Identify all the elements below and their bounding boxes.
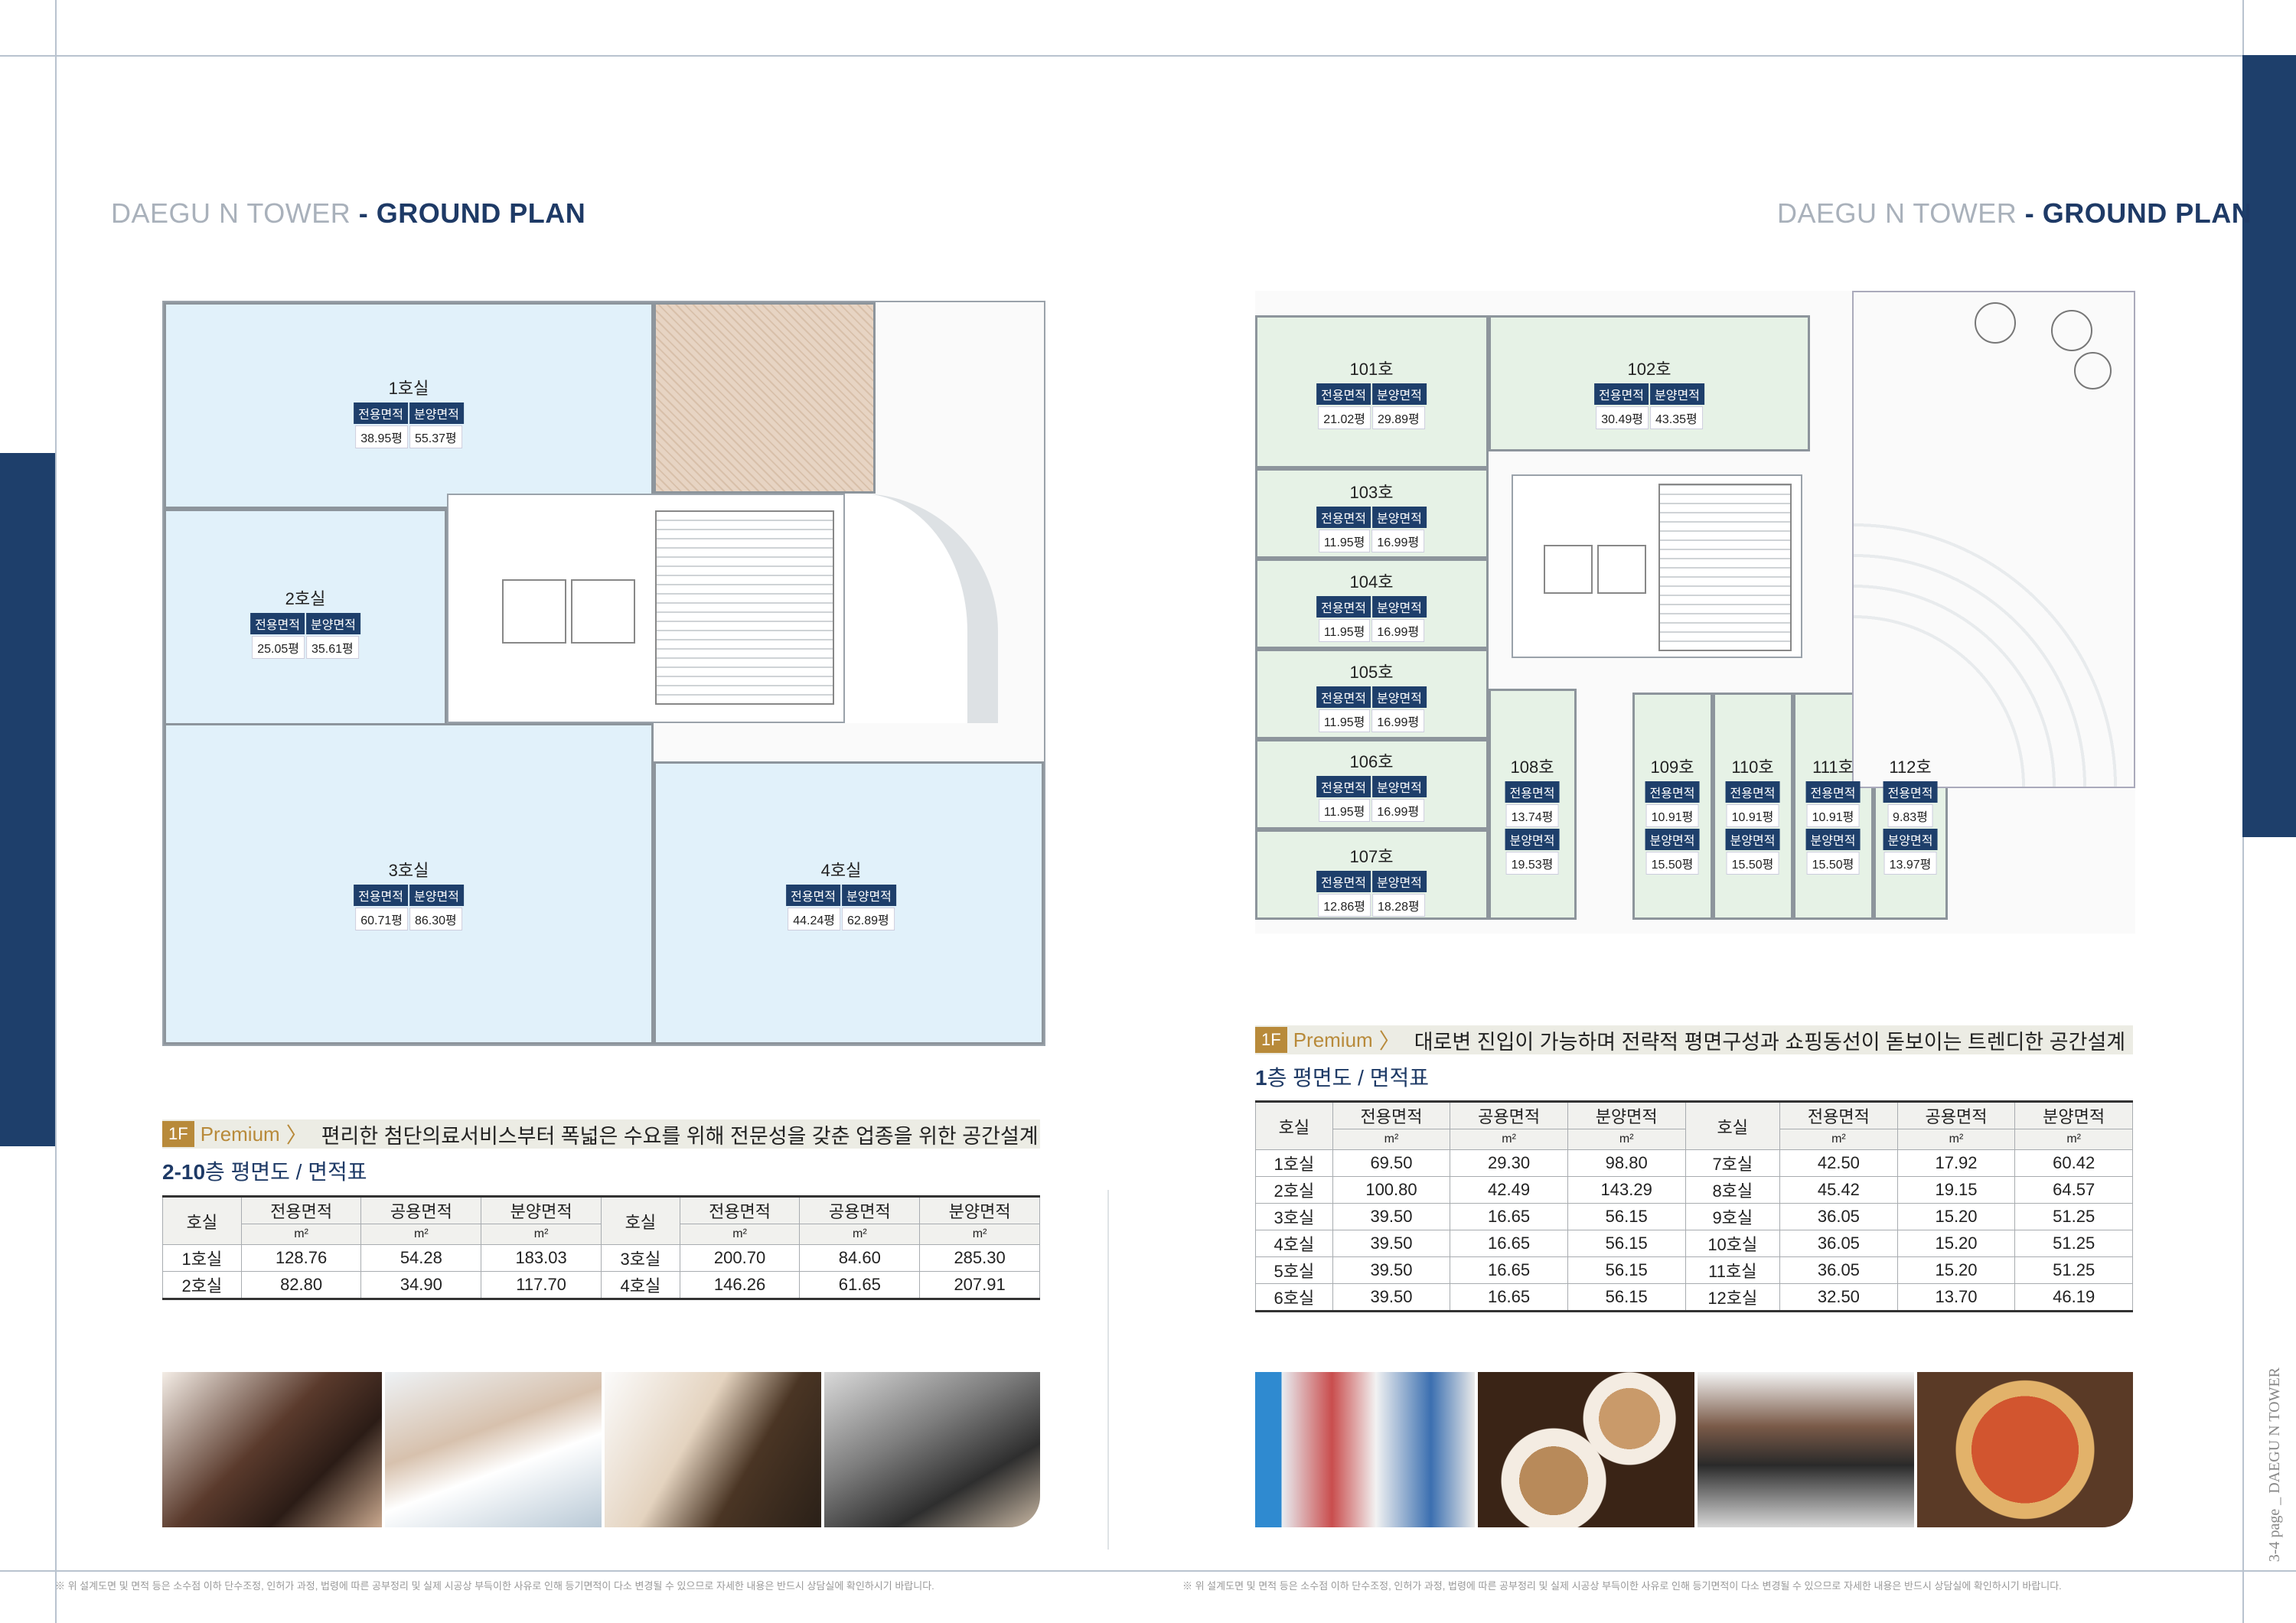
- top-rule: [0, 55, 2296, 57]
- right-page-title: DAEGU N TOWER - GROUND PLAN: [1777, 197, 2252, 230]
- elevator-2: [1597, 545, 1646, 594]
- room-102: [1489, 315, 1810, 451]
- page-number: 3-4 page _ DAEGU N TOWER: [2266, 1367, 2283, 1562]
- elevator-2: [571, 579, 635, 644]
- left-rule: [55, 0, 57, 1623]
- room-2: [164, 509, 447, 731]
- hair-salon-photo: [162, 1372, 382, 1527]
- core-stairs-elevators: [1512, 474, 1802, 658]
- elevator-1: [1544, 545, 1593, 594]
- premium-description: 대로변 진입이 가능하며 전략적 평면구성과 쇼핑동선이 돋보이는 트렌디한 공…: [1414, 1030, 2126, 1054]
- title-section: - GROUND PLAN: [2017, 197, 2252, 229]
- main-stair: [1658, 484, 1792, 651]
- chevron-right-icon: 〉: [285, 1123, 308, 1147]
- table-heading-left: 2-10층 평면도 / 면적표: [162, 1160, 367, 1184]
- premium-description: 편리한 첨단의료서비스부터 폭넓은 수요를 위해 전문성을 갖춘 업종을 위한 …: [321, 1124, 1039, 1148]
- footnote-right: ※ 위 설계도면 및 면적 등은 소수점 이하 단수조정, 인허가 과정, 법령…: [1182, 1580, 2062, 1592]
- herbal-medicine-photo: [605, 1372, 821, 1527]
- floor-tag: 1F: [162, 1121, 194, 1147]
- title-brand: DAEGU N TOWER: [111, 197, 351, 229]
- premium-label: Premium: [200, 1122, 280, 1146]
- room-101: [1255, 315, 1489, 468]
- pizza-photo: [1917, 1372, 2133, 1527]
- page-gutter: [1107, 1190, 1109, 1550]
- bottom-rule: [0, 1570, 2296, 1572]
- footnote-left: ※ 위 설계도면 및 면적 등은 소수점 이하 단수조정, 인허가 과정, 법령…: [55, 1580, 934, 1592]
- main-stair: [655, 510, 834, 705]
- left-accent-bar: [0, 453, 55, 1146]
- curved-stair: [845, 494, 998, 723]
- room-3: [164, 723, 654, 1045]
- landscape-trees: [1967, 298, 2120, 413]
- grocery-store-photo: [1698, 1372, 1914, 1527]
- title-brand: DAEGU N TOWER: [1777, 197, 2017, 229]
- premium-label: Premium: [1293, 1028, 1373, 1051]
- coffee-cups-photo: [1478, 1372, 1694, 1527]
- hatched-area: [654, 302, 876, 494]
- left-page-title: DAEGU N TOWER - GROUND PLAN: [111, 197, 585, 230]
- room-107: [1255, 829, 1489, 920]
- room-1: [164, 302, 654, 509]
- chevron-right-icon: 〉: [1378, 1029, 1401, 1053]
- title-section: - GROUND PLAN: [351, 197, 586, 229]
- right-accent-bar: [2242, 55, 2296, 837]
- medical-consult-photo: [385, 1372, 602, 1527]
- premium-banner-left: 1F Premium 〉 편리한 첨단의료서비스부터 폭넓은 수요를 위해 전문…: [162, 1119, 1040, 1149]
- table-heading-right: 1층 평면도 / 면적표: [1255, 1066, 1430, 1090]
- elevator-1: [502, 579, 566, 644]
- core-stairs-elevators: [447, 494, 845, 723]
- premium-banner-right: 1F Premium 〉 대로변 진입이 가능하며 전략적 평면구성과 쇼핑동선…: [1255, 1025, 2133, 1054]
- floor-tag: 1F: [1255, 1027, 1287, 1053]
- fitness-cycling-photo: [824, 1372, 1040, 1527]
- pharmacy-shelf-photo: [1255, 1372, 1475, 1527]
